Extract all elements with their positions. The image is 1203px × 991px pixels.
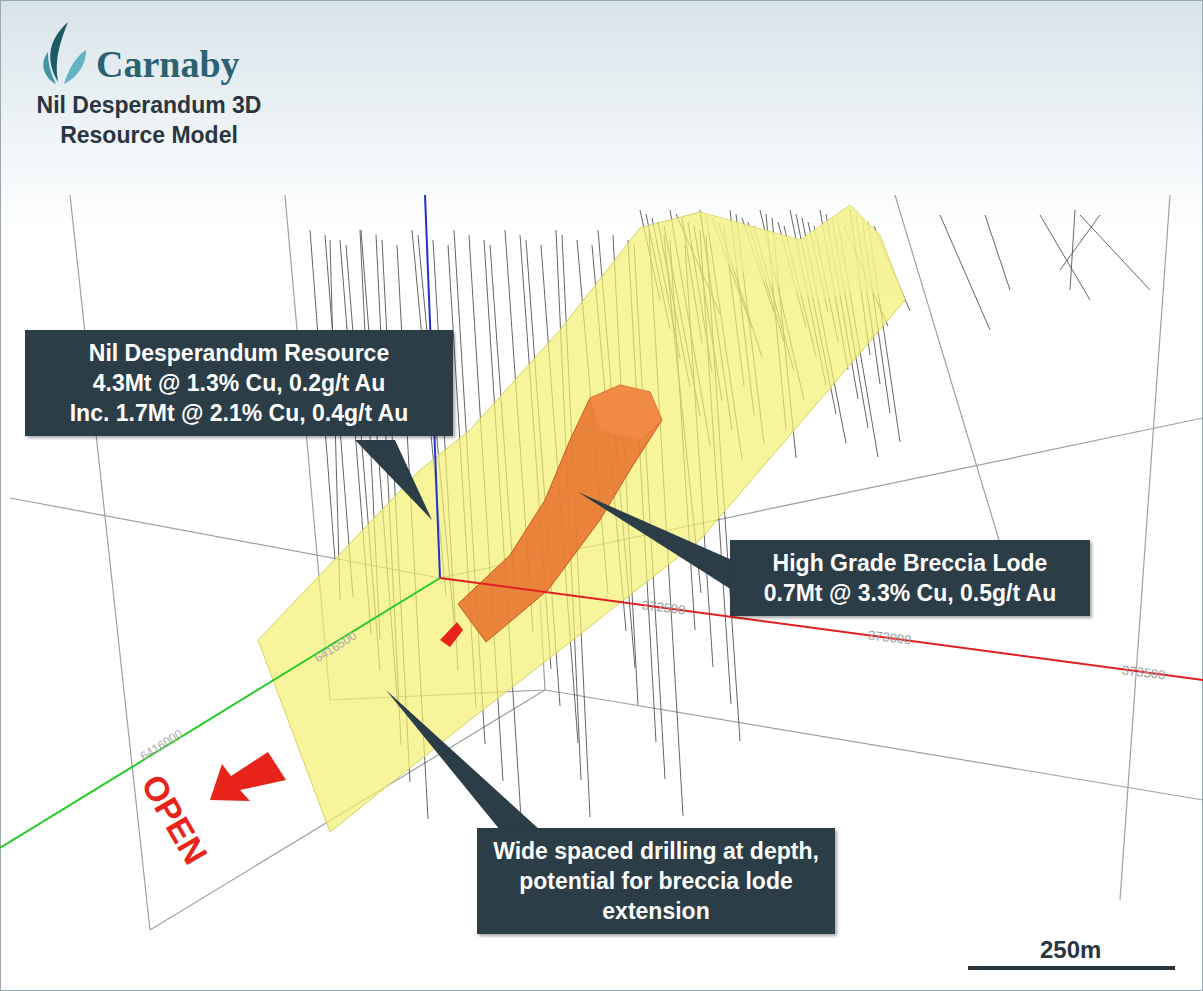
drill-hole — [940, 215, 990, 330]
small-arrow — [440, 622, 463, 647]
breccia-lode-top — [590, 385, 662, 440]
axis-tick: 373000 — [867, 627, 912, 647]
resource-envelope-upper — [700, 205, 905, 300]
axis-tick: 6416000 — [138, 727, 185, 764]
drill-hole — [1040, 215, 1090, 300]
axis-tick: 372500 — [641, 597, 686, 617]
callout-text: Inc. 1.7Mt @ 2.1% Cu, 0.4g/t Au — [37, 398, 441, 428]
callout-text: 0.7Mt @ 3.3% Cu, 0.5g/t Au — [742, 578, 1078, 608]
callout-pointer — [386, 690, 540, 830]
open-arrow — [210, 752, 286, 801]
callout-text: Nil Desperandum Resource — [37, 338, 441, 368]
callout-text: Wide spaced drilling at depth, potential… — [489, 836, 823, 926]
y-axis — [0, 578, 440, 848]
callout-box: Nil Desperandum Resource4.3Mt @ 1.3% Cu,… — [25, 330, 453, 436]
open-label: OPEN — [133, 768, 215, 871]
callout-text: High Grade Breccia Lode — [742, 548, 1078, 578]
callout-box: High Grade Breccia Lode0.7Mt @ 3.3% Cu, … — [730, 540, 1090, 616]
title: Nil Desperandum 3D Resource Model — [18, 90, 280, 150]
drill-hole — [1080, 215, 1150, 290]
drill-hole — [985, 215, 1010, 290]
scale-label: 250m — [1040, 936, 1101, 964]
axis-tick: 373500 — [1121, 662, 1166, 682]
callout-box: Wide spaced drilling at depth, potential… — [477, 828, 835, 934]
resource-envelope — [258, 205, 905, 832]
grid-box — [10, 195, 1203, 930]
callout-pointer — [578, 492, 732, 590]
callout-text: 4.3Mt @ 1.3% Cu, 0.2g/t Au — [37, 368, 441, 398]
callout-pointer — [355, 440, 432, 520]
logo-text: Carnaby — [96, 42, 240, 86]
drill-hole — [1060, 215, 1100, 270]
header-gradient — [0, 0, 1203, 230]
logo-leaf — [43, 22, 86, 84]
scale-bar — [968, 966, 1175, 970]
